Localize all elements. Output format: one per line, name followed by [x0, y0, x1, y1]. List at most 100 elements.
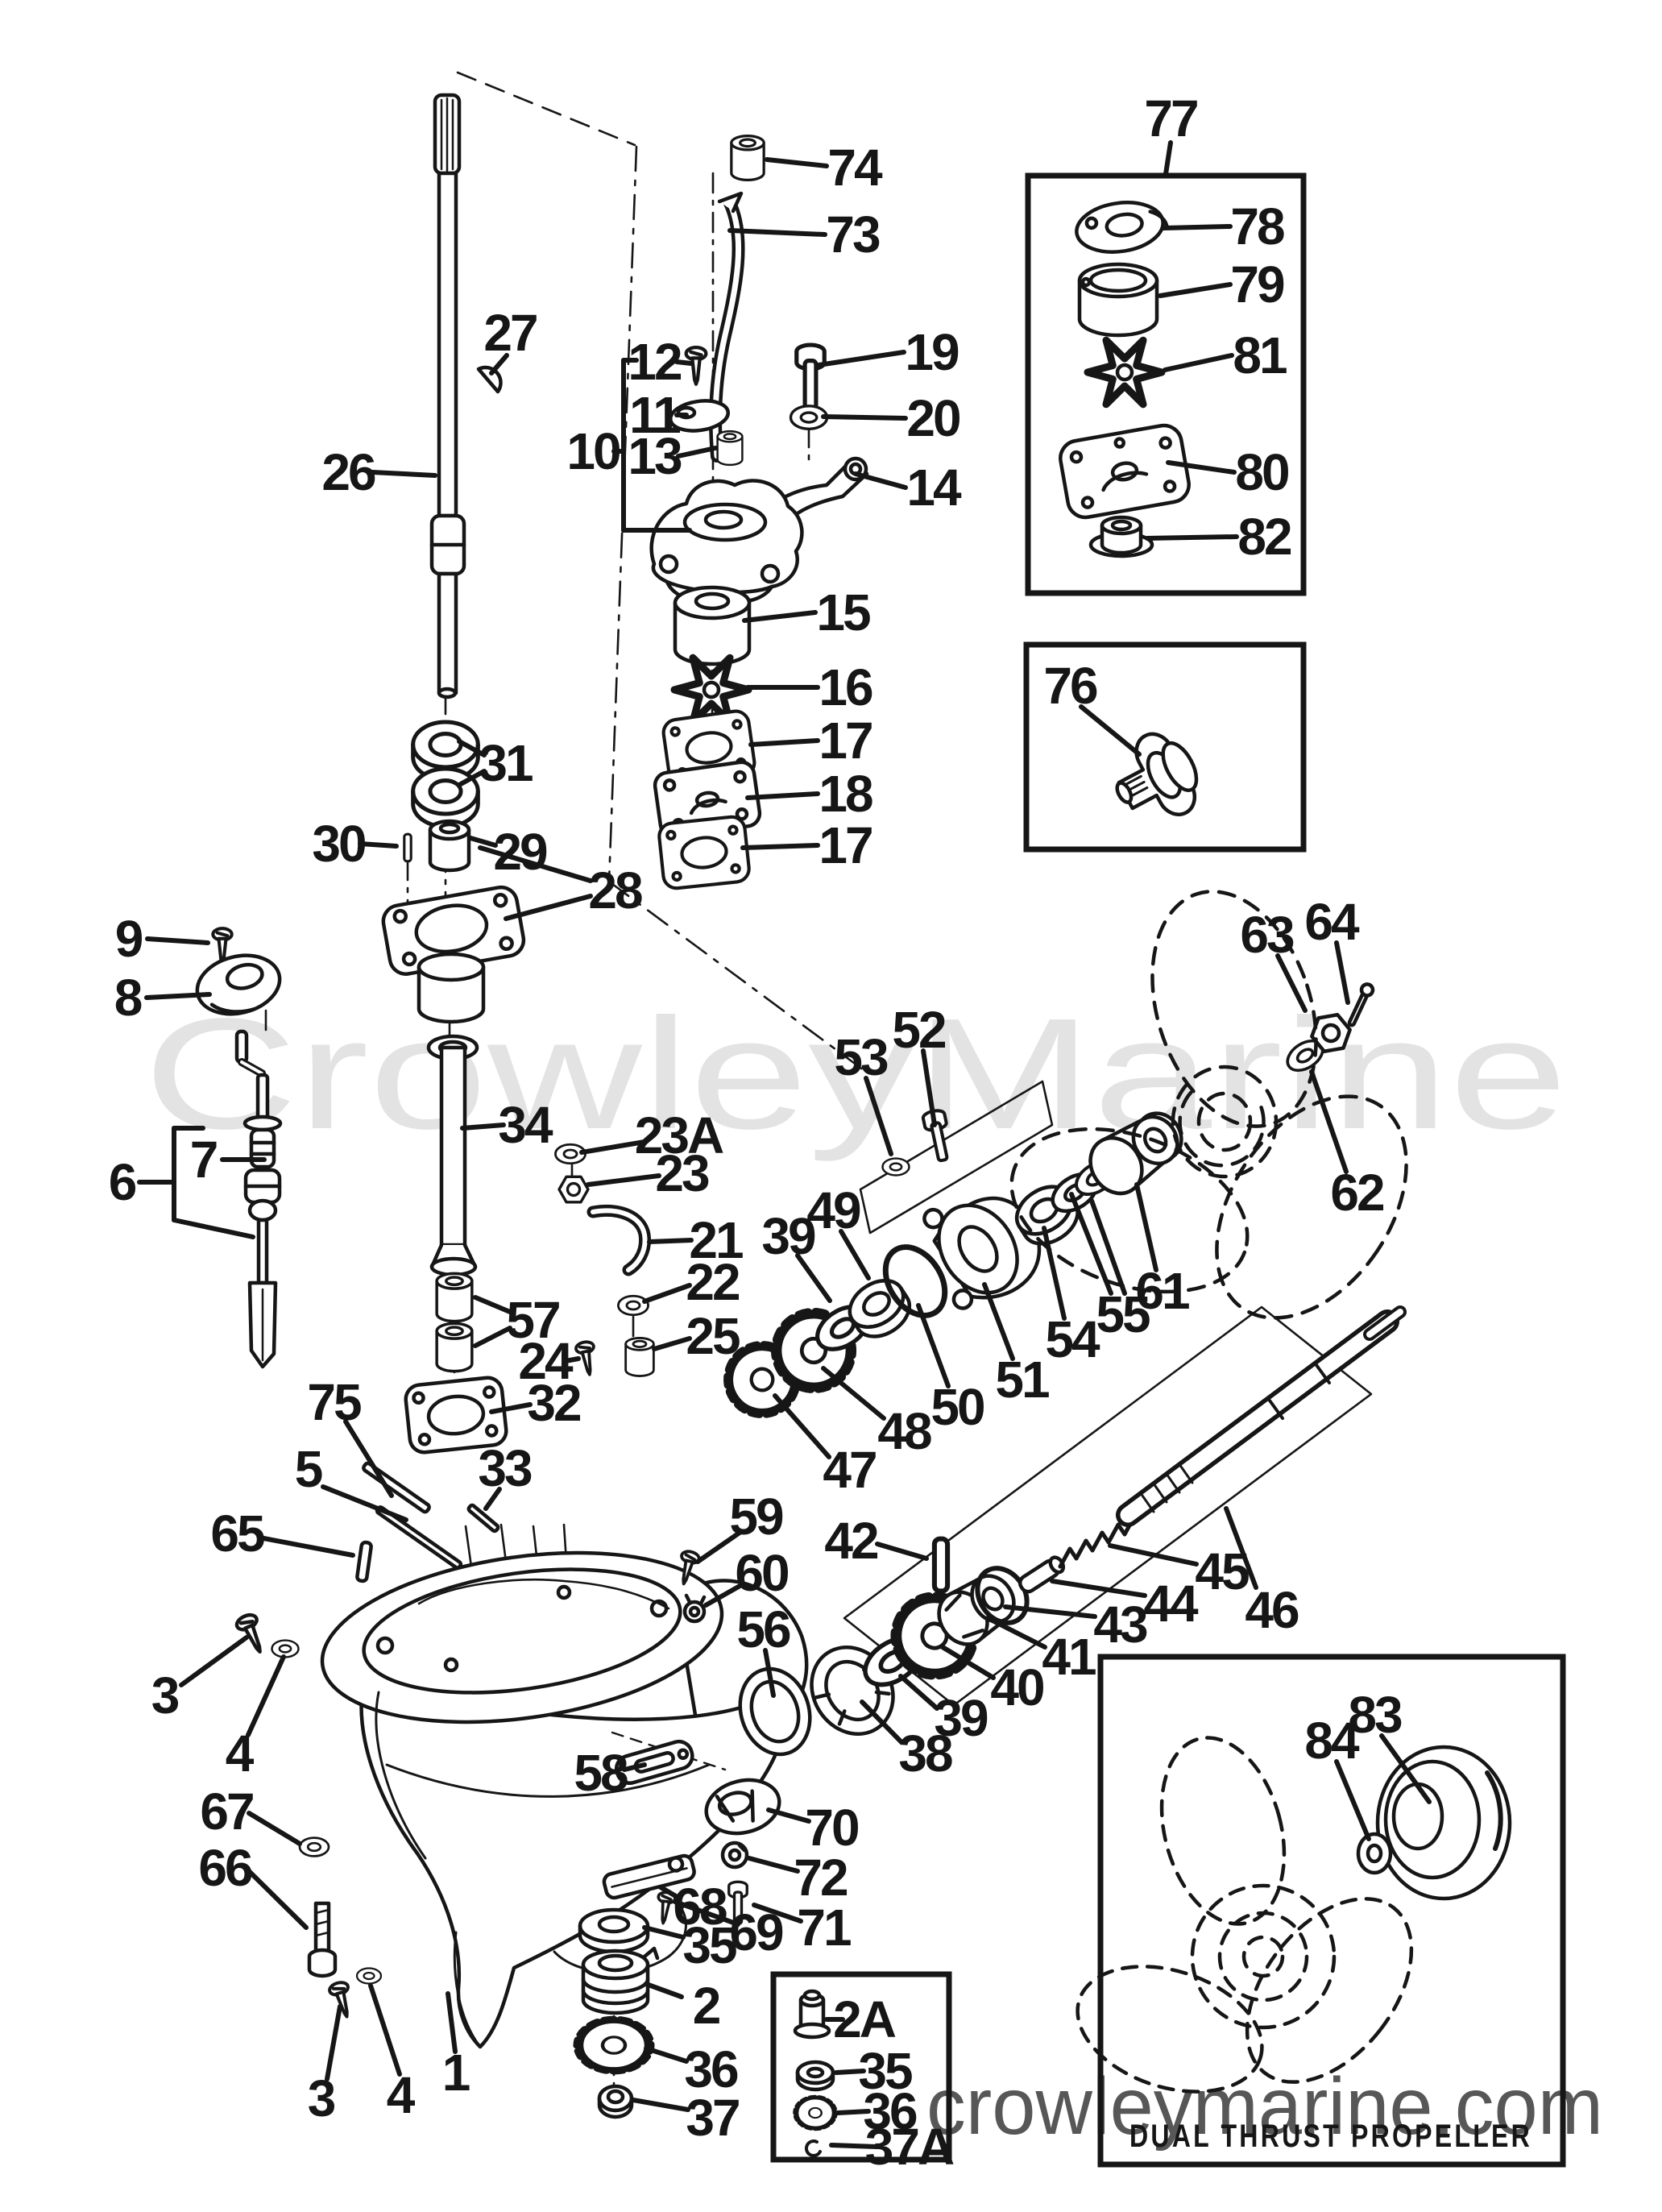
gear-nut-36 — [578, 2019, 650, 2072]
callout-14: 14 — [853, 459, 964, 517]
callout-3: 3 — [308, 2004, 342, 2127]
callout-label-16: 16 — [819, 658, 872, 716]
clutch-41 — [937, 1574, 1016, 1646]
callout-label-84: 84 — [1304, 1712, 1360, 1770]
callout-label-56: 56 — [736, 1600, 790, 1658]
thrust-hub-61 — [1088, 1111, 1183, 1196]
callout-39: 39 — [761, 1207, 832, 1303]
bushing-assembly-2 — [581, 1946, 660, 2015]
callout-42: 42 — [824, 1512, 929, 1570]
callout-41: 41 — [985, 1616, 1098, 1686]
callout-label-20: 20 — [906, 389, 959, 447]
cross-pin-42 — [935, 1539, 947, 1592]
spring-45 — [1058, 1514, 1137, 1569]
pump-bolt-19 — [797, 345, 825, 409]
callout-78: 78 — [1161, 197, 1287, 255]
callout-label-71: 71 — [797, 1899, 851, 1957]
callout-62: 62 — [1309, 1069, 1386, 1222]
callout-73: 73 — [727, 205, 882, 264]
callout-43: 43 — [1003, 1596, 1150, 1654]
callout-label-21: 21 — [689, 1211, 743, 1269]
callout-31: 31 — [457, 734, 535, 792]
callout-4: 4 — [226, 1654, 286, 1782]
ring-50 — [882, 1244, 948, 1318]
callout-label-74: 74 — [827, 139, 883, 197]
callout-27: 27 — [483, 304, 539, 376]
callout-label-17: 17 — [819, 816, 872, 874]
callout-label-64: 64 — [1304, 893, 1360, 951]
callout-label-54: 54 — [1045, 1310, 1100, 1368]
shift-cam-8 — [195, 953, 282, 1016]
callout-label-60: 60 — [735, 1544, 788, 1602]
prop-kit-parts — [795, 1989, 835, 2158]
callout-label-25: 25 — [686, 1307, 740, 1365]
callout-label-73: 73 — [826, 205, 880, 264]
callout-label-44: 44 — [1143, 1575, 1199, 1633]
washer-84 — [1356, 1832, 1393, 1875]
callout-52: 52 — [892, 1001, 948, 1127]
callout-label-23A: 23A — [635, 1106, 723, 1164]
callout-label-15: 15 — [816, 583, 870, 641]
pin-33 — [466, 1503, 500, 1533]
callout-label-35: 35 — [858, 2042, 912, 2100]
callout-22: 22 — [642, 1253, 742, 1311]
callout-60: 60 — [703, 1544, 790, 1608]
prop-shaft-46 — [1116, 1305, 1407, 1527]
nut-37 — [597, 2084, 634, 2119]
callout-24: 24 — [518, 1332, 581, 1390]
callout-65: 65 — [210, 1504, 355, 1563]
callout-label-27: 27 — [483, 304, 537, 362]
callout-label-50: 50 — [930, 1378, 984, 1436]
callout-label-2: 2 — [693, 1977, 720, 2035]
callout-label-65: 65 — [210, 1504, 264, 1563]
seal-56 — [738, 1666, 812, 1757]
callout-40: 40 — [940, 1645, 1046, 1716]
driveshaft-sleeve-34 — [426, 1034, 479, 1277]
callout-16: 16 — [745, 658, 875, 716]
callout-label-79: 79 — [1230, 255, 1284, 313]
washer-4b — [355, 1967, 383, 1985]
callout-label-38: 38 — [898, 1724, 952, 1782]
callout-4: 4 — [368, 1983, 418, 2124]
callout-label-28: 28 — [588, 861, 642, 919]
callout-label-45: 45 — [1195, 1542, 1249, 1600]
callout-label-83: 83 — [1348, 1686, 1402, 1744]
callout-label-66: 66 — [198, 1839, 252, 1897]
callout-label-22: 22 — [686, 1253, 740, 1311]
callout-label-24: 24 — [518, 1332, 574, 1390]
plunger-44 — [1018, 1555, 1066, 1594]
callout-label-29: 29 — [493, 823, 547, 881]
callout-label-1: 1 — [442, 2044, 470, 2102]
callout-label-30: 30 — [312, 815, 365, 873]
callout-34: 34 — [460, 1096, 556, 1154]
callout-38: 38 — [860, 1699, 955, 1782]
plug-70 — [704, 1778, 781, 1836]
bolt-66 — [307, 1901, 338, 1978]
callout-7: 7 — [190, 1131, 267, 1189]
callout-label-78: 78 — [1230, 197, 1284, 255]
callout-10: 10 — [566, 358, 692, 533]
callout-label-31: 31 — [479, 734, 533, 792]
callout-50: 50 — [916, 1303, 986, 1436]
impeller-drive-cup-15 — [673, 585, 752, 666]
dowel-pin-30 — [403, 832, 412, 863]
prop-hardware-kit-box — [770, 1971, 952, 2163]
water-pickup-tube-21 — [586, 1204, 652, 1276]
callout-37: 37 — [631, 2089, 741, 2147]
thrust-hub-83 — [1375, 1745, 1512, 1901]
callout-26: 26 — [321, 443, 437, 501]
callout-29: 29 — [468, 823, 549, 881]
callout-label-42: 42 — [824, 1512, 878, 1570]
callout-label-33: 33 — [478, 1439, 532, 1497]
callout-61: 61 — [1134, 1182, 1192, 1320]
callout-label-39: 39 — [761, 1207, 815, 1265]
callout-3: 3 — [151, 1635, 249, 1724]
callout-58: 58 — [574, 1744, 647, 1802]
watermark-bottom: crowleymarine.com — [926, 2061, 1603, 2152]
callout-2: 2 — [644, 1977, 723, 2035]
pump-bushing-13 — [716, 430, 744, 467]
callout-label-7: 7 — [190, 1131, 217, 1189]
callout-label-57: 57 — [506, 1291, 559, 1349]
callout-label-36: 36 — [684, 2040, 738, 2098]
